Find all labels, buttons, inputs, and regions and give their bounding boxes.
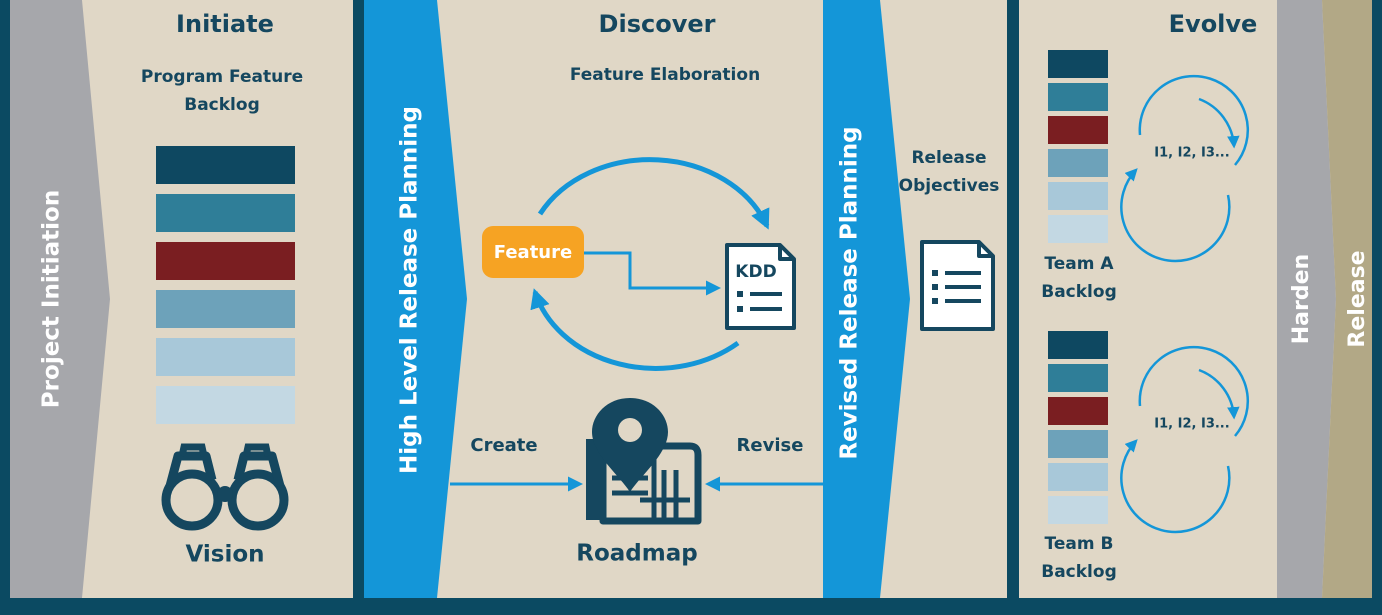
team-b-iterations: I1, I2, I3... — [1154, 417, 1229, 432]
feature-to-kdd-connector — [583, 251, 721, 296]
program-backlog-label-line2: Backlog — [184, 95, 260, 115]
team-a-iterations: I1, I2, I3... — [1154, 146, 1229, 161]
high-level-planning-label: High Level Release Planning — [397, 106, 423, 474]
backlog-bar-1 — [156, 146, 295, 184]
team-b-backlog-stack — [1048, 331, 1108, 524]
team-b-label-line2: Backlog — [1041, 562, 1117, 582]
project-initiation-label: Project Initiation — [39, 190, 65, 408]
backlog-bar-6 — [156, 386, 295, 424]
team-b-iteration-cycle-icon — [1120, 345, 1250, 534]
team-a-label-line2: Backlog — [1041, 282, 1117, 302]
feature-label: Feature — [494, 242, 572, 263]
cycle-arrow-top — [537, 157, 770, 230]
team-a-backlog-stack — [1048, 50, 1108, 243]
revised-planning-band — [823, 0, 910, 598]
program-backlog-label-line1: Program Feature — [141, 67, 303, 87]
release-objectives-document-icon — [920, 240, 995, 331]
harden-label: Harden — [1289, 254, 1314, 344]
initiate-title: Initiate — [176, 10, 274, 38]
team-a-label-line1: Team A — [1044, 254, 1114, 274]
backlog-bar-5 — [156, 338, 295, 376]
kdd-document-icon — [725, 243, 796, 330]
release-label: Release — [1345, 250, 1370, 347]
revise-label: Revise — [737, 435, 804, 456]
team-a-iteration-cycle-icon — [1120, 74, 1250, 263]
kdd-label: KDD — [735, 262, 776, 282]
create-label: Create — [470, 435, 537, 456]
vision-label: Vision — [185, 542, 264, 568]
revised-planning-label: Revised Release Planning — [837, 126, 863, 459]
release-objectives-line1: Release — [911, 148, 986, 168]
program-backlog-stack — [156, 146, 295, 424]
project-initiation-band — [10, 0, 110, 598]
discover-subtitle: Feature Elaboration — [570, 65, 760, 85]
feature-box — [482, 226, 584, 278]
backlog-bar-2 — [156, 194, 295, 232]
map-pin-icon — [586, 398, 702, 525]
evolve-title: Evolve — [1169, 10, 1258, 38]
high-level-planning-band — [364, 0, 467, 598]
roadmap-label: Roadmap — [576, 541, 697, 567]
harden-band — [1277, 0, 1336, 598]
discover-title: Discover — [599, 10, 716, 38]
cycle-arrow-bottom — [530, 288, 740, 371]
backlog-bar-4 — [156, 290, 295, 328]
team-b-label-line1: Team B — [1045, 534, 1114, 554]
release-band — [1322, 0, 1372, 598]
release-objectives-line2: Objectives — [899, 176, 1000, 196]
backlog-bar-3 — [156, 242, 295, 280]
binoculars-icon — [161, 443, 289, 531]
